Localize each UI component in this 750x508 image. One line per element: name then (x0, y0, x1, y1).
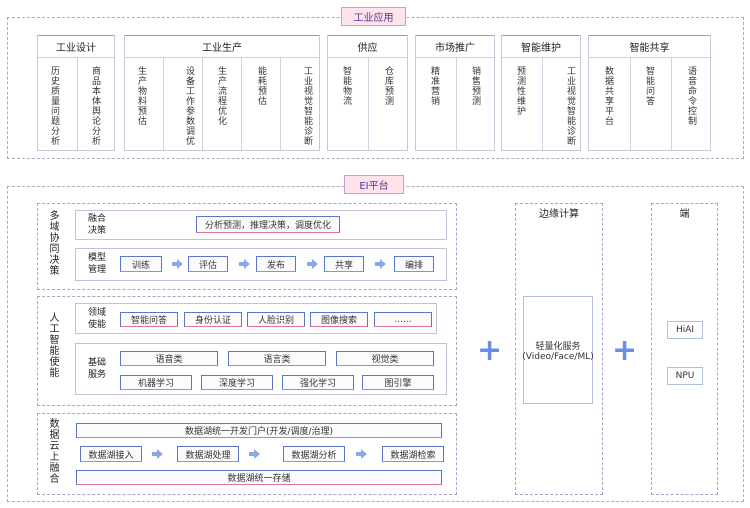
arrow-icon (152, 449, 163, 459)
lake-portal: 数据湖统一开发门户(开发/调度/治理) (76, 423, 442, 438)
arrow-icon (172, 259, 183, 269)
device-title: 端 (679, 209, 690, 220)
app-item: 历史质量问题分析 (49, 66, 59, 146)
device-item-hiai: HiAI (667, 321, 703, 339)
edge-panel (515, 203, 603, 495)
basic-item: 强化学习 (282, 375, 354, 390)
ai-panel (37, 296, 457, 406)
industry-section-tag: 工业应用 (341, 7, 406, 26)
lake-label: 数据云上融合 (47, 418, 58, 484)
app-item: 能耗预估 (256, 66, 266, 106)
fusion-text: 分析预测，推理决策，调度优化 (196, 216, 340, 233)
domain-item: 图像搜索 (310, 312, 368, 327)
app-group-title: 供应 (328, 36, 407, 58)
domain-item: 智能问答 (120, 312, 178, 327)
multi-domain-panel (37, 203, 457, 290)
arrow-icon (307, 259, 318, 269)
domain-row (75, 303, 437, 334)
lake-storage: 数据湖统一存储 (76, 470, 442, 485)
domain-item: ...... (374, 312, 432, 327)
app-item: 智能物流 (341, 66, 351, 106)
app-item: 数据共享平台 (603, 66, 613, 126)
app-group-supply: 供应 智能物流 仓库预测 (327, 35, 408, 151)
lake-step-ingest: 数据湖接入 (80, 446, 142, 462)
lake-step-analyze: 数据湖分析 (283, 446, 345, 462)
app-item: 工业视觉智能诊断 (302, 66, 312, 146)
edge-service: 轻量化服务(Video/Face/ML) (522, 296, 594, 404)
basic-item: 语音类 (120, 351, 218, 366)
multi-domain-label: 多域协同决策 (47, 210, 58, 276)
plus-icon: + (477, 333, 503, 368)
app-group-industrial-design: 工业设计 历史质量问题分析 商品本体舆论分析 (37, 35, 115, 151)
app-group-title: 市场推广 (416, 36, 494, 58)
device-item-npu: NPU (667, 367, 703, 385)
device-panel (651, 203, 718, 495)
app-item: 仓库预测 (383, 66, 393, 106)
app-group-marketing: 市场推广 精准营销 销售预测 (415, 35, 495, 151)
arrow-icon (356, 449, 367, 459)
basic-item: 机器学习 (120, 375, 192, 390)
app-item: 语音命令控制 (686, 66, 696, 126)
lake-step-process: 数据湖处理 (177, 446, 239, 462)
basic-item: 深度学习 (201, 375, 273, 390)
app-group-title: 智能共享 (589, 36, 710, 58)
app-group-title: 工业生产 (125, 36, 319, 58)
model-row (75, 248, 447, 281)
model-step-train: 训练 (120, 256, 162, 272)
app-item: 商品本体舆论分析 (90, 66, 100, 146)
model-step-publish: 发布 (256, 256, 296, 272)
fusion-row (75, 210, 447, 240)
app-item: 销售预测 (470, 66, 480, 106)
model-step-share: 共享 (324, 256, 364, 272)
ei-section-tag: EI平台 (344, 175, 404, 194)
app-group-smart-maintenance: 智能维护 预测性维护 工业视觉智能诊断 (501, 35, 581, 151)
app-item: 设备工作参数调优 (184, 66, 194, 146)
basic-label: 基础服务 (87, 358, 106, 380)
app-group-smart-sharing: 智能共享 数据共享平台 智能问答 语音命令控制 (588, 35, 711, 151)
domain-item: 人脸识别 (247, 312, 305, 327)
app-item: 生产物料预估 (136, 66, 146, 126)
domain-label: 领域使能 (87, 308, 106, 330)
edge-title: 边缘计算 (539, 209, 579, 220)
app-item: 预测性维护 (515, 66, 525, 116)
ai-label: 人工智能使能 (47, 312, 58, 378)
app-group-title: 工业设计 (38, 36, 114, 58)
app-group-title: 智能维护 (502, 36, 580, 58)
app-item: 精准营销 (429, 66, 439, 106)
arrow-icon (375, 259, 386, 269)
arrow-icon (239, 259, 250, 269)
basic-item: 视觉类 (336, 351, 434, 366)
model-step-orchestrate: 编排 (394, 256, 434, 272)
basic-item: 语言类 (228, 351, 326, 366)
app-item: 工业视觉智能诊断 (565, 66, 575, 146)
model-step-evaluate: 评估 (188, 256, 228, 272)
plus-icon: + (612, 333, 638, 368)
basic-item: 图引擎 (362, 375, 434, 390)
arrow-icon (249, 449, 260, 459)
domain-item: 身份认证 (184, 312, 242, 327)
app-group-industrial-production: 工业生产 生产物料预估 设备工作参数调优 生产流程优化 能耗预估 工业视觉智能诊… (124, 35, 320, 151)
app-item: 智能问答 (644, 66, 654, 106)
model-label: 模型管理 (87, 253, 106, 275)
lake-panel (37, 413, 457, 495)
lake-step-search: 数据湖检索 (382, 446, 444, 462)
fusion-label: 融合决策 (87, 214, 106, 236)
app-item: 生产流程优化 (216, 66, 226, 126)
basic-row (75, 343, 447, 395)
